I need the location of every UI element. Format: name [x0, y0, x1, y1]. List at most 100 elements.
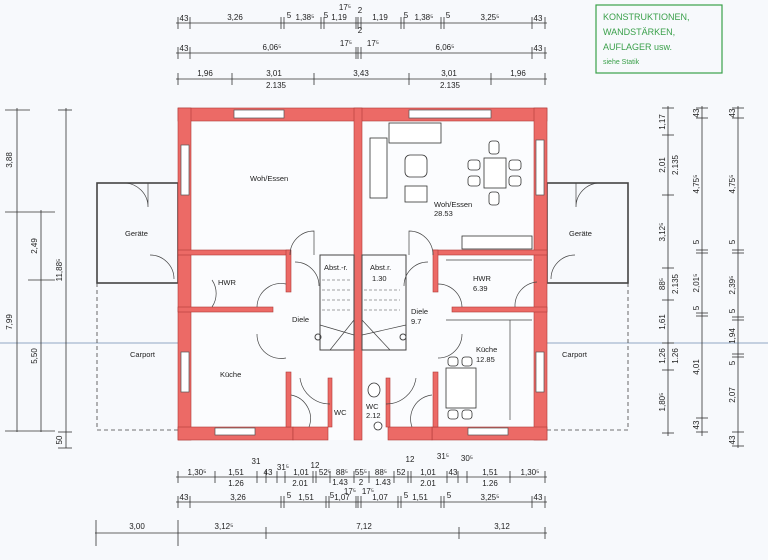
- dim-label: 1,01: [420, 468, 436, 477]
- dim-label: 2,39⁵: [728, 276, 737, 295]
- dim-label: 5: [404, 491, 409, 500]
- dim-label: 6,06⁵: [263, 43, 282, 52]
- dim-label: 2.01: [420, 479, 436, 488]
- room-label: Carport: [130, 350, 156, 359]
- dim-label: 17⁵: [339, 3, 351, 12]
- dim-label: 5: [287, 491, 292, 500]
- room-label: Abst.r.: [370, 263, 391, 272]
- dim-label: 3,25⁵: [481, 493, 500, 502]
- stamp-line: siehe Statik: [603, 59, 640, 66]
- sofa-icon: [369, 137, 388, 199]
- left-dimensions: 3,88 7,99 2,49 5,50 11,88⁵ 50: [5, 108, 72, 449]
- dim-label: 5: [728, 308, 737, 313]
- dim-label: 43: [449, 468, 458, 477]
- dim-label: 2,07: [728, 387, 737, 403]
- room-label: Woh/Essen: [434, 200, 472, 209]
- room-area: 9.7: [411, 317, 421, 326]
- dim-label: 5: [287, 11, 292, 20]
- dim-label: 5: [692, 305, 701, 310]
- dim-label: 52⁵: [319, 468, 331, 477]
- dim-label: 4,75⁵: [728, 175, 737, 194]
- room-labels: Woh/Essen HWR Diele Küche WC Geräte Carp…: [125, 174, 592, 420]
- room-label: Geräte: [569, 229, 592, 238]
- dim-label: 1.43: [375, 478, 391, 487]
- room-label: Geräte: [125, 229, 148, 238]
- dim-label: 5: [330, 491, 335, 500]
- dim-label: 1,38⁵: [296, 13, 315, 22]
- dim-label: 1,07: [372, 493, 388, 502]
- dim-label: 1,19: [372, 13, 388, 22]
- dim-label: 2.135: [671, 273, 680, 294]
- room-area: 12.85: [476, 355, 495, 364]
- stamp-line: WANDSTÄRKEN,: [603, 27, 675, 37]
- dim-label: 3,88: [5, 152, 14, 168]
- stamp-line: KONSTRUKTIONEN,: [603, 12, 690, 22]
- dim-label: 43: [534, 14, 543, 23]
- dim-label: 3,26: [230, 493, 246, 502]
- dim-label: 12: [311, 461, 320, 470]
- room-label: Woh/Essen: [250, 174, 288, 183]
- furniture: [367, 122, 533, 431]
- room-label: WC: [366, 402, 379, 411]
- dim-label: 3,12⁵: [658, 223, 667, 242]
- toilet-icon: [367, 382, 381, 398]
- dim-label: 5: [728, 360, 737, 365]
- dim-label: 2,01: [658, 157, 667, 173]
- room-label: Diele: [292, 315, 309, 324]
- dim-label: 1.26: [228, 479, 244, 488]
- room-label: WC: [334, 408, 347, 417]
- dim-label: 1,17: [658, 114, 667, 130]
- room-label: HWR: [473, 274, 491, 283]
- doors: [211, 230, 538, 428]
- dim-label: 88⁵: [336, 468, 348, 477]
- dim-label: 7,99: [5, 314, 14, 330]
- dim-label: 11,88⁵: [55, 259, 64, 282]
- dim-label: 5: [324, 11, 329, 20]
- dim-label: 6,06⁵: [436, 43, 455, 52]
- room-label: Abst.-r.: [324, 263, 348, 272]
- right-dimensions: 1,17 2,01 2.135 3,12⁵ 88⁵ 2.135 1,61 1,2…: [658, 106, 744, 448]
- dim-label: 3,01: [441, 69, 457, 78]
- room-label: Küche: [220, 370, 241, 379]
- dim-label: 43: [692, 108, 701, 117]
- dim-label: 3,01: [266, 69, 282, 78]
- dim-label: 1,38⁵: [415, 13, 434, 22]
- dim-label: 43: [180, 493, 189, 502]
- stamp-border: [595, 4, 723, 74]
- dim-label: 43: [728, 435, 737, 444]
- dim-label: 5: [728, 239, 737, 244]
- dim-label: 3,43: [353, 69, 369, 78]
- dim-label: 1,80⁵: [658, 393, 667, 412]
- dim-label: 3,12⁵: [215, 522, 234, 531]
- dim-label: 2,49: [30, 238, 39, 254]
- dim-label: 55⁵: [355, 468, 367, 477]
- dim-label: 5,50: [30, 348, 39, 364]
- dim-label: 31⁵: [437, 452, 449, 461]
- armchair-icon: [404, 154, 428, 178]
- bottom-dimensions: 31 12 31⁵ 30⁵ 1,30⁵ 1,51 43 31⁵ 1,01 12 …: [95, 452, 547, 546]
- dim-label: 1.43: [332, 478, 348, 487]
- dim-label: 5: [446, 11, 451, 20]
- room-label: HWR: [218, 278, 236, 287]
- dim-label: 2: [358, 26, 363, 35]
- dim-label: 2.135: [266, 81, 287, 90]
- dim-label: 12: [406, 455, 415, 464]
- dim-label: 1,51: [482, 468, 498, 477]
- dim-label: 31⁵: [277, 463, 289, 472]
- dim-label: 88⁵: [375, 468, 387, 477]
- room-area: 1.30: [372, 274, 387, 283]
- dim-label: 2.135: [440, 81, 461, 90]
- dim-label: 43: [692, 420, 701, 429]
- top-dimensions: 17⁵ 2 43 3,26 5 1,38⁵ 5 1,19 1,19 5 1,38…: [176, 3, 547, 90]
- dim-label: 1,01: [293, 468, 309, 477]
- dim-label: 17⁵: [367, 39, 379, 48]
- dim-label: 4,01: [692, 359, 701, 375]
- armchair-icon: [404, 185, 428, 203]
- dim-label: 3,26: [227, 13, 243, 22]
- dim-label: 5: [692, 239, 701, 244]
- dining-table-icon: [483, 157, 507, 189]
- dim-label: 3,00: [129, 522, 145, 531]
- dim-label: 88⁵: [658, 278, 667, 290]
- room-area: 28.53: [434, 209, 453, 218]
